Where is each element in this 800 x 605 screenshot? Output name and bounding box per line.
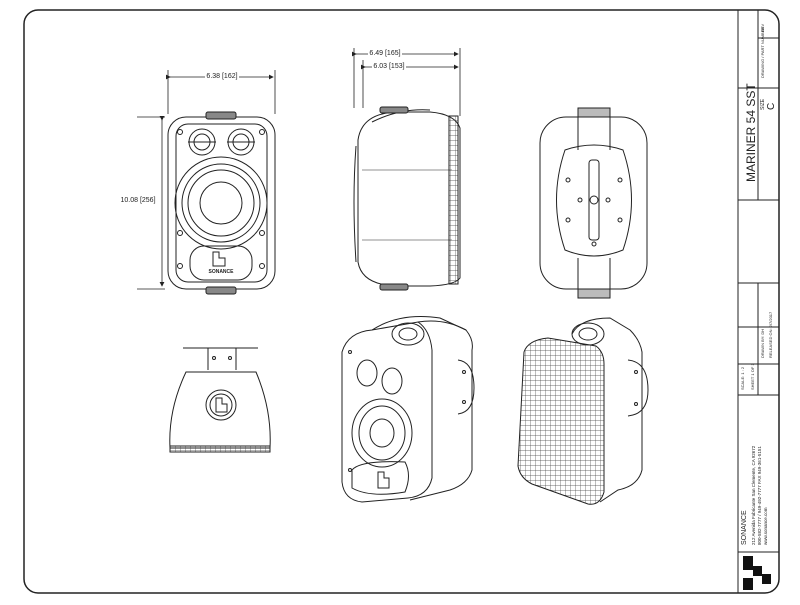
- isometric-front-view: [341, 316, 475, 503]
- side-depth-inner-dimension: 6.03 [153]: [373, 63, 404, 70]
- bottom-view: [169, 347, 271, 449]
- front-height-dimension: 10.08 [256]: [120, 197, 155, 204]
- company-address: 212 Avenida Fabricante San Clemente, CA …: [751, 445, 756, 545]
- released-on-text: RELEASED ON: 2/7/2017: [768, 311, 773, 358]
- isometric-grille-mesh: [517, 337, 605, 505]
- sheet-border: [23, 9, 780, 594]
- title-block: [737, 10, 779, 593]
- product-title: MARINER 54 SST: [744, 83, 758, 182]
- side-grille: [448, 115, 459, 285]
- rev-label: REV: [760, 23, 765, 32]
- company-logo-icon: [743, 556, 771, 590]
- company-phone: 800-582-7777 / 949-492-7777 FAX 949-361-…: [757, 446, 762, 545]
- front-view: [167, 111, 276, 295]
- side-view: [353, 106, 461, 291]
- drawing-number-label: DRAWING / PART NUMBER: [760, 26, 765, 78]
- side-depth-outer-dimension: 6.49 [165]: [369, 50, 400, 57]
- back-view: [539, 107, 648, 299]
- company-website: www.sonance.com: [763, 507, 768, 545]
- front-width-dimension: 6.38 [162]: [206, 73, 237, 80]
- scale-text: SCALE: 1 : 2: [740, 366, 745, 390]
- drawn-by-text: DRAWN BY: DH: [760, 328, 765, 358]
- size-value: C: [766, 102, 777, 110]
- company-name: SONANCE: [741, 510, 748, 545]
- bottom-grille: [169, 445, 271, 453]
- front-logo-text: SONANCE: [208, 269, 234, 275]
- sheet-text: SHEET 1 OF 1: [750, 363, 755, 390]
